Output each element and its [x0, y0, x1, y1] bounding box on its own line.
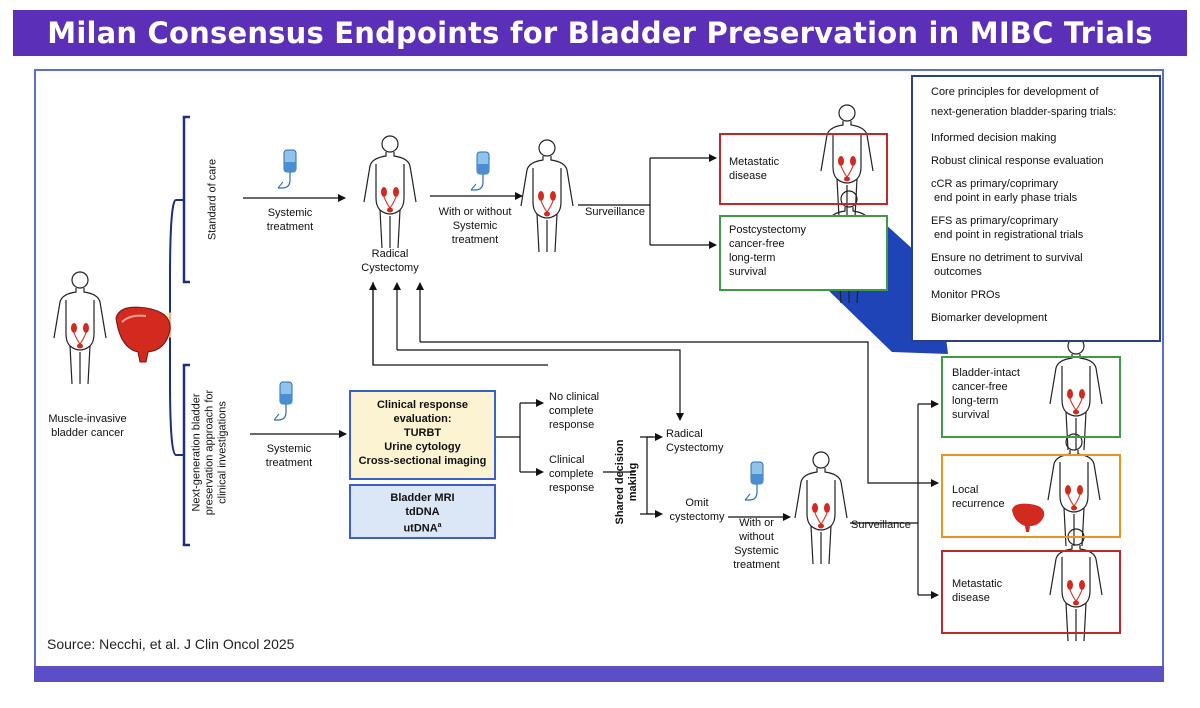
- standard-of-care-label: Standard of care: [206, 158, 219, 241]
- soc-metastatic-box: Metastatic disease: [719, 133, 888, 205]
- bladder-intact-figure: [794, 451, 848, 565]
- principle-item: end point in early phase trials: [931, 192, 1078, 204]
- clinical-response-evaluation-box: Clinical response evaluation: TURBT Urin…: [349, 390, 496, 480]
- source-citation: Source: Necchi, et al. J Clin Oncol 2025: [47, 636, 295, 652]
- page-title: Milan Consensus Endpoints for Bladder Pr…: [47, 16, 1153, 50]
- principle-item: outcomes: [931, 266, 982, 278]
- principle-item: EFS as primary/coprimary: [931, 215, 1059, 227]
- iv-bag-icon: [273, 381, 293, 421]
- local-recurrence-box: Local recurrence: [941, 454, 1121, 538]
- soc-postcystectomy-box: Postcystectomy cancer-free long-term sur…: [719, 215, 888, 291]
- principle-item: end point in registrational trials: [931, 229, 1084, 241]
- patient-figure: [53, 271, 107, 385]
- biomarker-box: Bladder MRI tdDNA utDNAa: [349, 484, 496, 539]
- iv-bag-icon: [744, 461, 764, 501]
- principle-item: Informed decision making: [931, 132, 1057, 144]
- core-principles-header: next-generation bladder-sparing trials:: [931, 106, 1117, 118]
- ng-surveillance-label: Surveillance: [851, 519, 911, 531]
- core-principles-box: Core principles for development of next-…: [911, 75, 1161, 342]
- bottom-band: [34, 666, 1164, 682]
- principle-item: Biomarker development: [931, 312, 1048, 324]
- cystectomy-figure: [363, 135, 417, 249]
- principle-item: Robust clinical response evaluation: [931, 155, 1104, 167]
- surveillance-figure: [520, 139, 574, 253]
- ng-metastatic-box: Metastatic disease: [941, 550, 1121, 634]
- bladder-intact-box: Bladder-intact cancer-free long-term sur…: [941, 356, 1121, 438]
- principle-item: Monitor PROs: [931, 289, 1001, 301]
- core-principles-header: Core principles for development of: [931, 86, 1099, 98]
- title-banner: Milan Consensus Endpoints for Bladder Pr…: [13, 10, 1187, 56]
- soc-surveillance-label: Surveillance: [585, 206, 645, 218]
- iv-bag-icon: [470, 151, 490, 191]
- iv-bag-icon: [277, 149, 297, 189]
- principle-item: cCR as primary/coprimary: [931, 178, 1059, 190]
- principle-item: Ensure no detriment to survival: [931, 252, 1083, 264]
